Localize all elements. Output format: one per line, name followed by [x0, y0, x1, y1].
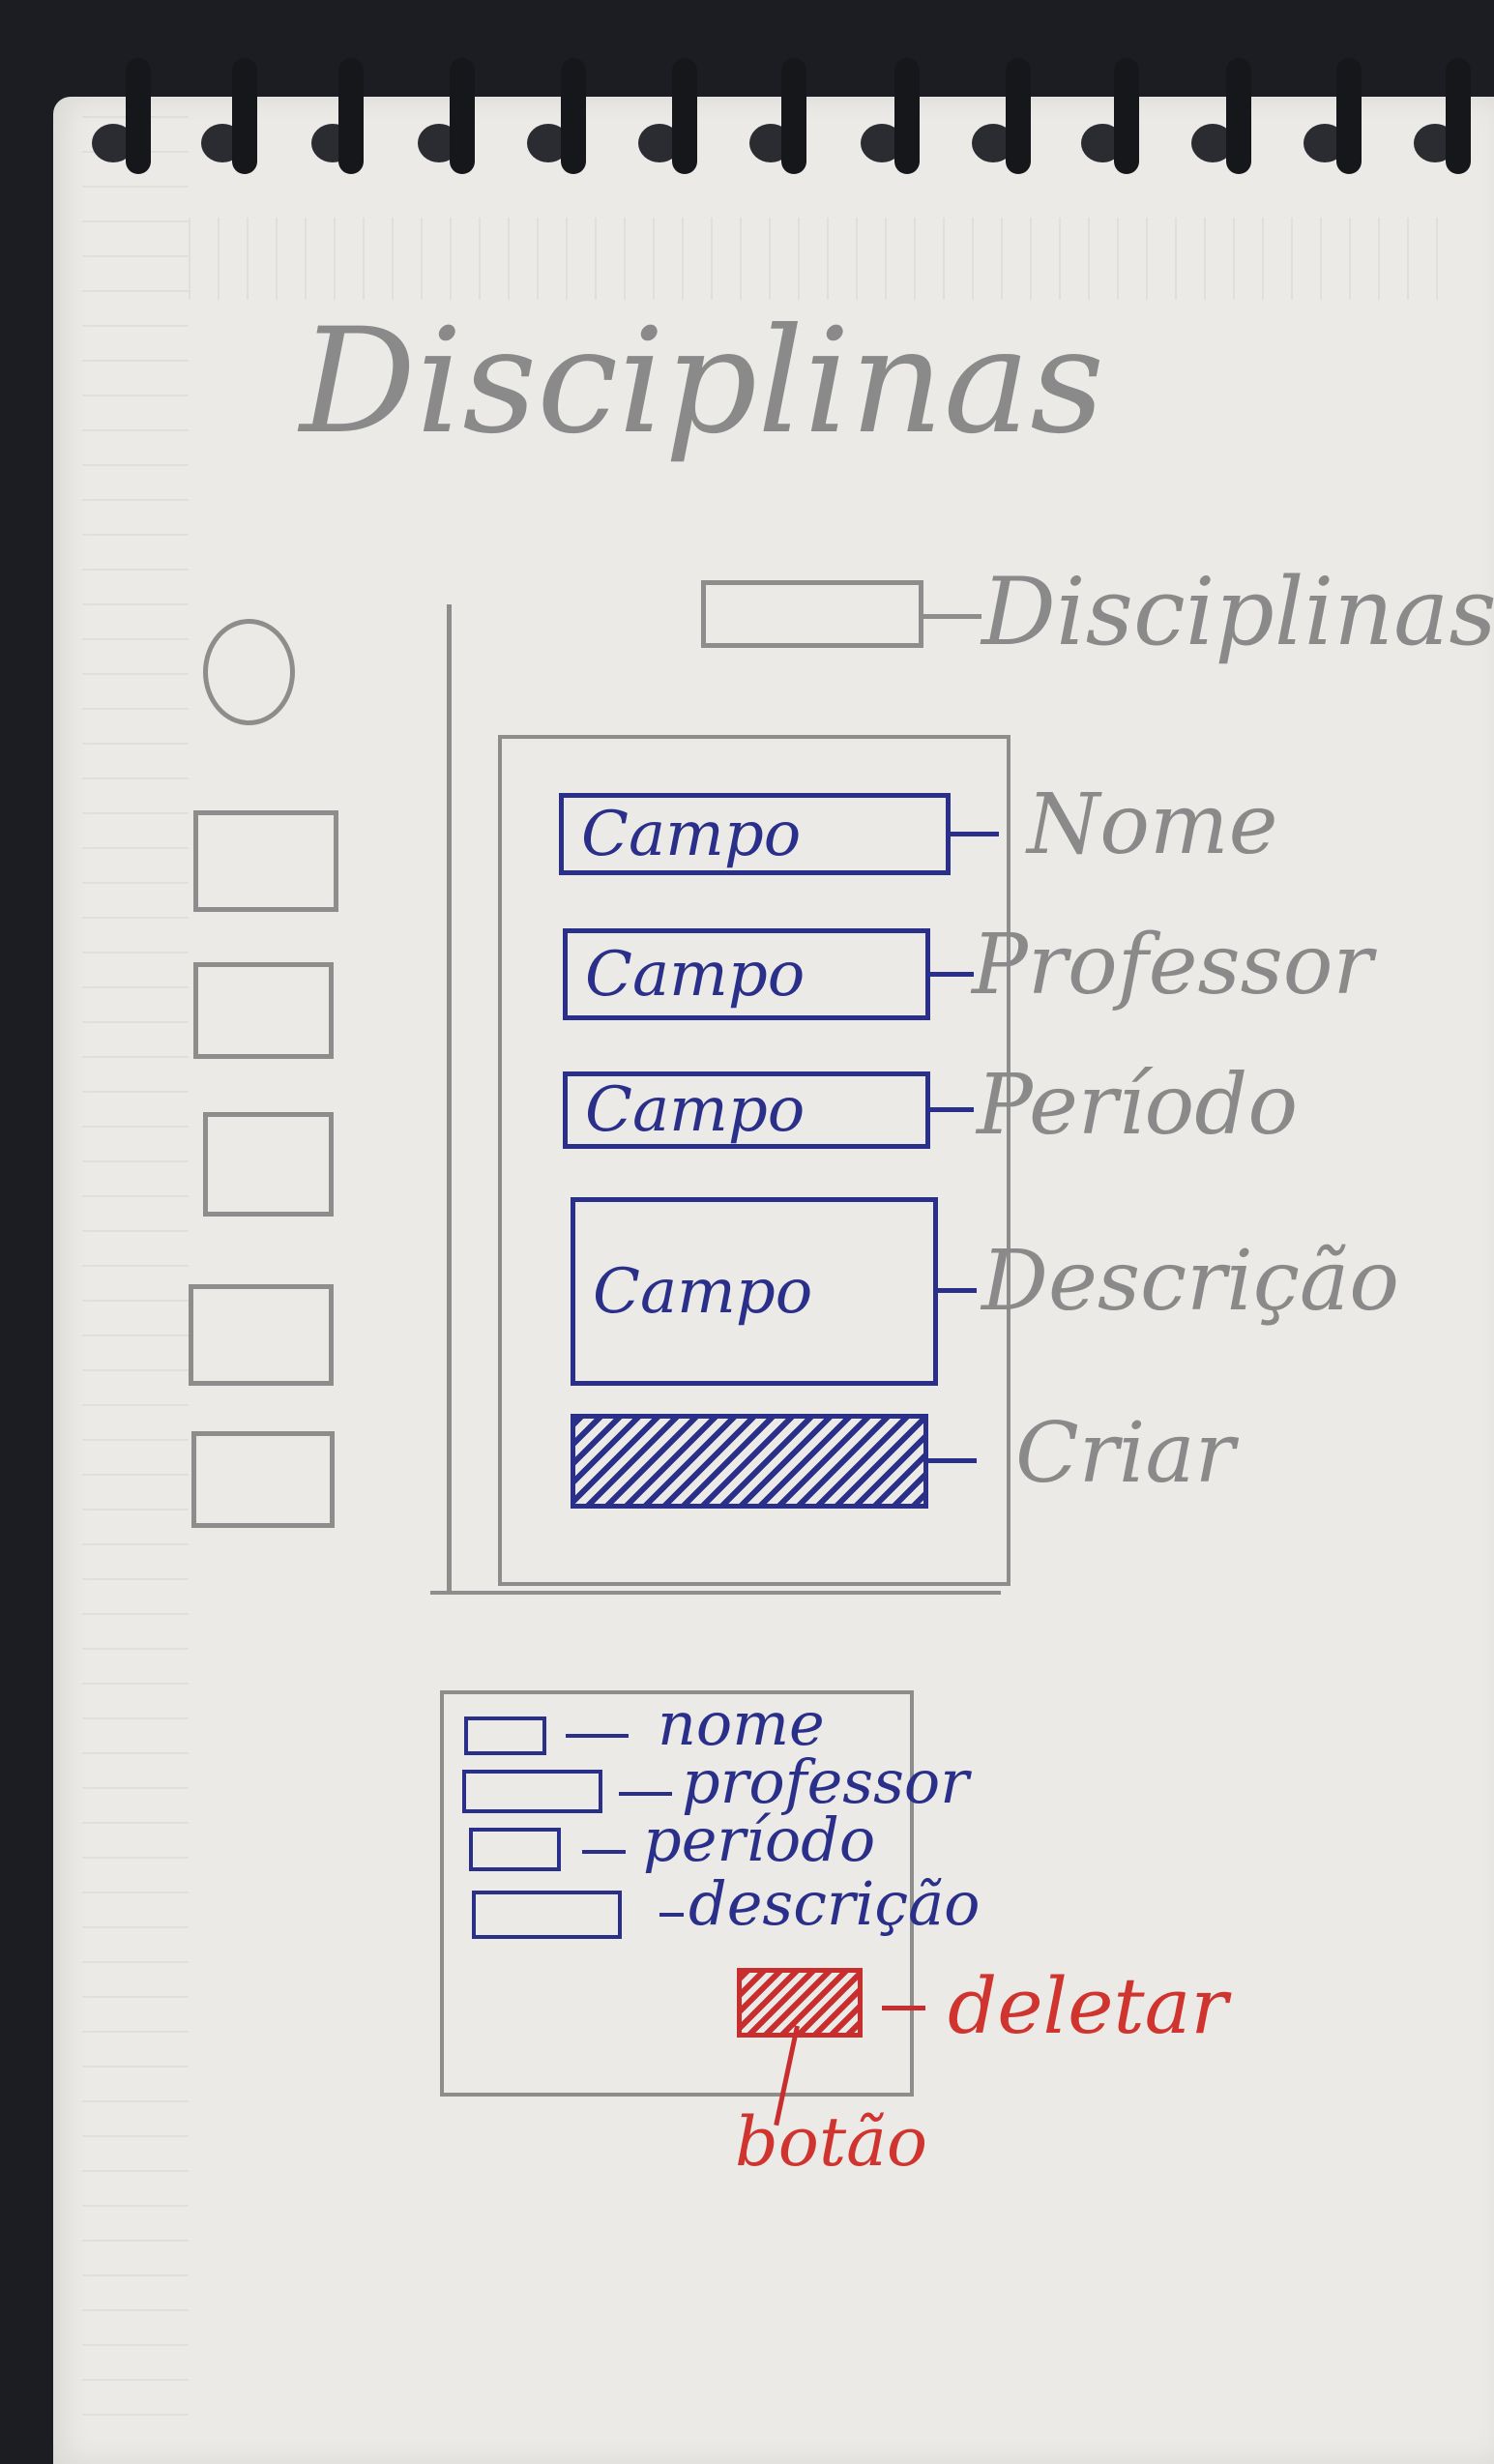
delete-button[interactable]	[737, 1968, 863, 2038]
avatar[interactable]	[203, 619, 295, 725]
list-item-description-label: descrição	[688, 1868, 981, 1939]
sidebar-item[interactable]	[203, 1112, 334, 1217]
create-label: Criar	[1015, 1405, 1235, 1502]
form-card	[498, 735, 1011, 1586]
sidebar-item[interactable]	[193, 810, 338, 912]
list-item-description-dash	[659, 1913, 684, 1917]
professor-label: Professor	[972, 917, 1373, 1013]
description-field[interactable]: Campo	[571, 1197, 938, 1386]
name-field-placeholder: Campo	[581, 798, 802, 870]
period-field-placeholder: Campo	[585, 1074, 806, 1146]
list-item-period-box	[469, 1828, 561, 1871]
ruler-top-overlay	[189, 218, 1446, 300]
sidebar-item[interactable]	[191, 1431, 335, 1528]
list-item-professor-dash	[619, 1792, 672, 1796]
create-button[interactable]	[571, 1414, 928, 1509]
list-item-card	[440, 1690, 914, 2097]
create-arrow	[928, 1458, 977, 1463]
page-title: Disciplinas	[300, 298, 1105, 466]
list-item-professor-label: professor	[682, 1746, 969, 1817]
period-field[interactable]: Campo	[563, 1071, 930, 1149]
professor-field[interactable]: Campo	[563, 928, 930, 1020]
delete-label: deletar	[948, 1961, 1228, 2051]
delete-note: botão	[735, 2102, 927, 2182]
sidebar-item[interactable]	[193, 962, 334, 1059]
list-item-professor-box	[462, 1770, 602, 1813]
description-label: Descrição	[981, 1233, 1399, 1330]
name-label: Nome	[1027, 777, 1278, 873]
list-item-name-dash	[566, 1734, 629, 1738]
content-divider	[447, 604, 452, 1591]
description-arrow	[938, 1288, 977, 1293]
list-item-period-dash	[582, 1850, 626, 1854]
ruler-overlay	[82, 116, 189, 2437]
name-field[interactable]: Campo	[559, 793, 951, 875]
header-arrow-line	[923, 614, 981, 619]
description-field-placeholder: Campo	[593, 1255, 813, 1328]
delete-dash	[882, 2006, 925, 2010]
list-item-period-label: período	[643, 1804, 876, 1875]
list-item-description-box	[472, 1891, 622, 1939]
list-item-name-box	[464, 1716, 546, 1755]
professor-field-placeholder: Campo	[585, 938, 806, 1011]
professor-arrow	[930, 972, 974, 977]
list-item-name-label: nome	[658, 1688, 825, 1759]
sidebar-item[interactable]	[189, 1284, 334, 1386]
period-arrow	[930, 1107, 974, 1112]
notebook-page	[53, 97, 1494, 2464]
period-label: Período	[977, 1057, 1299, 1154]
header-label: Disciplinas	[981, 558, 1494, 666]
content-bottom-rule	[430, 1591, 1001, 1595]
name-arrow	[951, 832, 999, 836]
header-bar	[701, 580, 923, 648]
